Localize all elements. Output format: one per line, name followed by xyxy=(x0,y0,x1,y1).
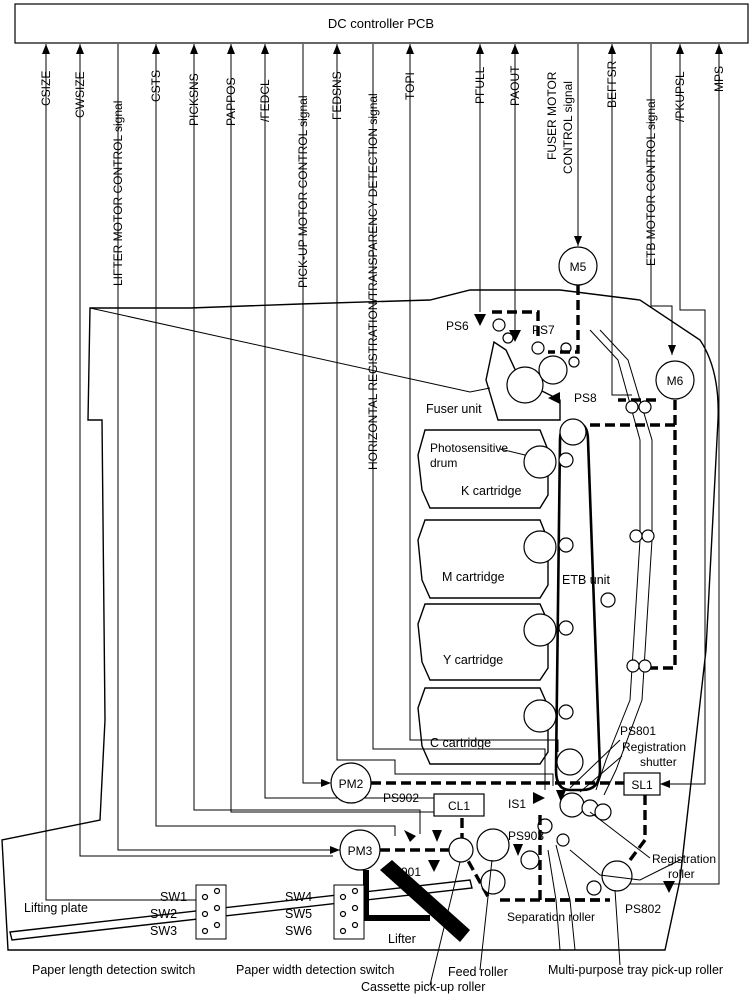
signal-arrows xyxy=(42,44,723,854)
width-switch-label: Paper width detection switch xyxy=(236,963,394,977)
signal-label: PAOUT xyxy=(508,65,522,106)
length-switch: SW1 SW2 SW3 xyxy=(150,884,227,940)
sl1-box xyxy=(623,772,661,796)
sw6-label: SW6 xyxy=(285,924,312,938)
pm2-label: PM2 xyxy=(339,777,364,791)
sw4-label: SW4 xyxy=(285,890,312,904)
drum-label-2: drum xyxy=(430,456,457,470)
ps802-label: PS802 xyxy=(625,902,661,916)
signal-lines xyxy=(45,44,720,901)
ps6-label: PS6 xyxy=(446,319,469,333)
m6-label: M6 xyxy=(667,374,684,388)
sl1-label: SL1 xyxy=(631,778,653,792)
printer-outline xyxy=(1,289,719,951)
k-cartridge: Photosensitive drum K cartridge xyxy=(417,429,557,509)
signal-label: HORIZONTAL REGISTRATION/TRANSPARENCY DET… xyxy=(366,93,380,470)
length-switch-label: Paper length detection switch xyxy=(32,963,195,977)
signal-label: CWSIZE xyxy=(73,71,87,118)
signal-label: PICKSNS xyxy=(187,73,201,126)
ps903-label: PS903 xyxy=(508,829,544,843)
m5-label: M5 xyxy=(570,260,587,274)
m6-motor xyxy=(655,360,695,400)
y-cartridge: Y cartridge xyxy=(417,603,557,681)
signal-label: /FEDCL xyxy=(258,79,272,122)
m-cartridge: M cartridge xyxy=(417,519,557,599)
fuser-outline xyxy=(485,340,561,421)
separation-roller xyxy=(480,869,506,895)
dc-controller-label: DC controller PCB xyxy=(328,16,434,31)
width-switch: SW4 SW5 SW6 xyxy=(285,884,365,940)
y-cartridge-label: Y cartridge xyxy=(443,653,503,667)
signal-labels: CSIZE CWSIZE LIFTER MOTOR CONTROL signal… xyxy=(39,60,726,470)
signal-label: CSIZE xyxy=(39,71,53,106)
reg-roller-label-2: roller xyxy=(668,867,695,881)
lifting-plate-label: Lifting plate xyxy=(24,901,88,915)
lifter-label: Lifter xyxy=(388,932,416,946)
mp-pickup-roller xyxy=(601,860,633,892)
lifter xyxy=(380,860,470,942)
feed-roller-label: Feed roller xyxy=(448,965,508,979)
signal-label: CSTS xyxy=(149,70,163,102)
signal-label: FEDSNS xyxy=(330,71,344,120)
ps7-label: PS7 xyxy=(532,323,555,337)
pm3-label: PM3 xyxy=(348,844,373,858)
drum-label-1: Photosensitive xyxy=(430,441,508,455)
sw2-label: SW2 xyxy=(150,907,177,921)
m-cartridge-label: M cartridge xyxy=(442,570,505,584)
ps8-label: PS8 xyxy=(574,391,597,405)
ps801-label: PS801 xyxy=(620,724,656,738)
dc-controller-box xyxy=(14,3,749,44)
signal-label: LIFTER MOTOR CONTROL signal xyxy=(111,101,125,286)
separation-label: Separation roller xyxy=(507,910,595,924)
is1-label: IS1 xyxy=(508,797,526,811)
signal-label: PAPPOS xyxy=(224,78,238,126)
sw1-label: SW1 xyxy=(160,890,187,904)
sw3-label: SW3 xyxy=(150,924,177,938)
etb-belt xyxy=(554,420,602,792)
signal-label: PICK-UP MOTOR CONTROL signal xyxy=(296,96,310,288)
signal-label: FUSER MOTOR xyxy=(545,71,559,160)
etb-label: ETB unit xyxy=(562,573,610,587)
signal-label: ETB MOTOR CONTROL signal xyxy=(644,99,658,266)
shutter-label-1: Registration xyxy=(622,740,686,754)
signal-label: MPS xyxy=(712,66,726,92)
signal-label: TOPI xyxy=(403,72,417,100)
ps902-label: PS902 xyxy=(383,791,419,805)
sw5-label: SW5 xyxy=(285,907,312,921)
lifting-plate xyxy=(9,879,473,941)
c-cartridge-label: C cartridge xyxy=(430,736,491,750)
shutter-label-2: shutter xyxy=(640,755,677,769)
guide-line xyxy=(89,307,491,393)
cassette-pickup-roller xyxy=(448,837,474,863)
signal-label: PFULL xyxy=(473,66,487,104)
reg-roller-label-1: Registration xyxy=(652,852,716,866)
cl1-box xyxy=(433,793,485,817)
cl1-label: CL1 xyxy=(448,799,470,813)
signal-label: BEFFSR xyxy=(605,60,619,108)
signal-label: CONTROL signal xyxy=(561,81,575,174)
cassette-roller-label: Cassette pick-up roller xyxy=(361,980,485,994)
fuser-label: Fuser unit xyxy=(426,402,482,416)
c-cartridge: C cartridge xyxy=(417,687,557,765)
feed-roller xyxy=(476,828,510,862)
k-cartridge-label: K cartridge xyxy=(461,484,521,498)
mp-roller-label: Multi-purpose tray pick-up roller xyxy=(548,963,723,977)
signal-label: /PKUPSL xyxy=(673,71,687,122)
